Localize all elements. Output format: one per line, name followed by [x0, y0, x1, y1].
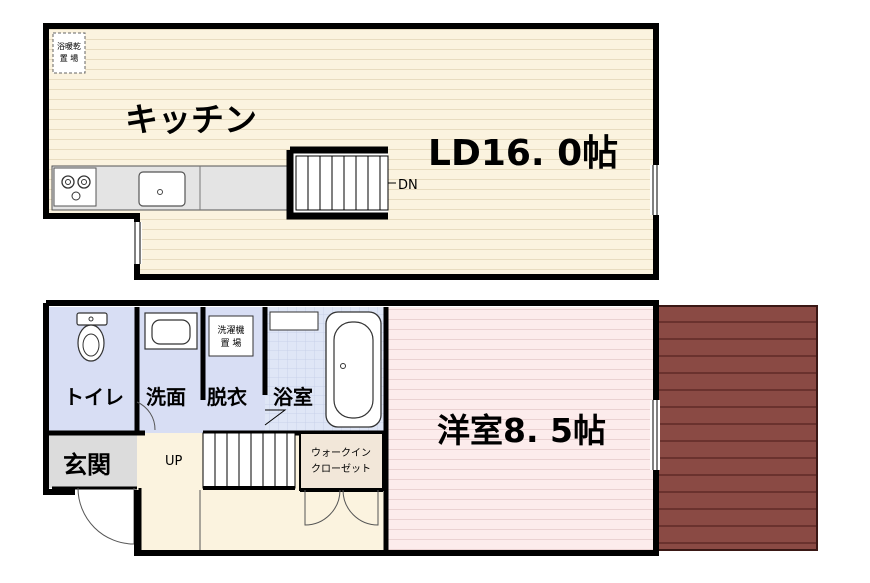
- entrance-floor: [49, 433, 137, 488]
- stairs-up: [202, 432, 296, 490]
- dressing-room-label: 脱衣: [207, 385, 247, 409]
- laundry-label-top: 洗濯機: [217, 324, 244, 336]
- lower-walls: [43, 300, 659, 556]
- toilet-label: トイレ: [64, 385, 124, 409]
- stairs-down-label: DN: [398, 178, 418, 193]
- ld-floor-lower: [137, 214, 656, 277]
- laundry-label-bottom: 置 場: [221, 337, 242, 349]
- bathtub-icon: [325, 311, 382, 428]
- bath-vanity: [269, 311, 319, 331]
- walk-in-closet: [299, 432, 384, 491]
- closet-label-bottom: クローゼット: [311, 463, 371, 475]
- heater-space-label-top: 浴暖乾: [57, 41, 81, 51]
- bedroom-floor: [386, 307, 656, 550]
- heater-dryer-space: [52, 32, 86, 74]
- bedroom-label: 洋室8. 5帖: [437, 411, 606, 450]
- bathroom-label: 浴室: [273, 385, 313, 409]
- upper-walls: [43, 23, 659, 280]
- sink-icon: [138, 171, 186, 207]
- kitchen-label: キッチン: [125, 100, 257, 139]
- entrance-label: 玄関: [63, 451, 111, 479]
- stairs-up-label: UP: [165, 454, 183, 469]
- wash-basin-icon: [144, 312, 198, 350]
- ld-label: LD16. 0帖: [428, 133, 618, 174]
- upper-floor: 浴暖乾 置 場 DN: [43, 23, 660, 280]
- washroom-label: 洗面: [146, 385, 186, 409]
- lower-floor: 洗濯機 置 場 UP: [43, 300, 818, 556]
- heater-space-label-bottom: 置 場: [60, 53, 79, 63]
- stairs-down: [286, 146, 396, 220]
- laundry-space: [208, 315, 254, 357]
- toilet-icon: [76, 312, 108, 362]
- closet-label-top: ウォークイン: [311, 447, 371, 459]
- balcony: [654, 305, 818, 551]
